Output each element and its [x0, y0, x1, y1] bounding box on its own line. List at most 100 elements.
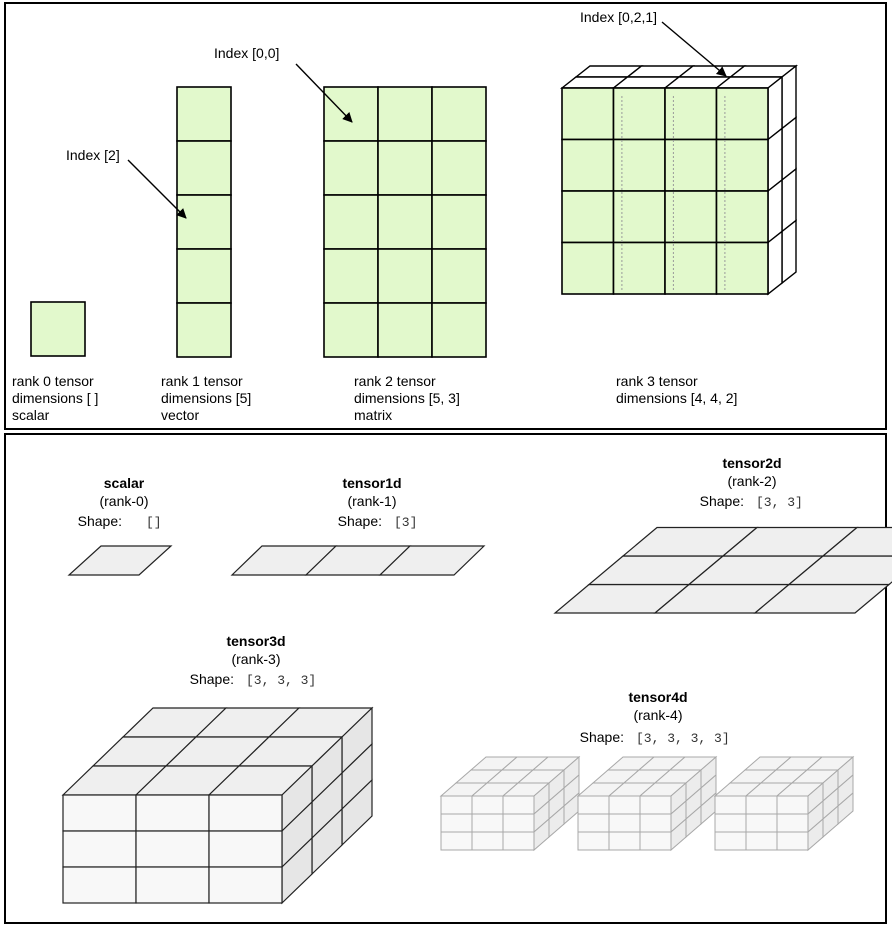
cube-front-cell	[612, 190, 666, 244]
block-front-cell	[714, 795, 747, 815]
tensor4d-label: tensor4d (rank-4) Shape: [3, 3, 3, 3]	[580, 689, 730, 746]
tensor1d-shape-label: Shape:	[338, 513, 382, 529]
block-front-cell	[208, 830, 283, 868]
tensor4d-rank: (rank-4)	[633, 707, 682, 723]
tensor2d-plane	[553, 526, 892, 614]
caption-rank3: rank 3 tensor dimensions [4, 4, 2]	[616, 373, 737, 406]
caption-rank0-line3: scalar	[12, 407, 50, 423]
matrix-cell	[323, 302, 379, 358]
cube-front-cell	[715, 87, 769, 141]
block-front-cell	[608, 795, 641, 815]
block-front-cell	[639, 813, 672, 833]
scalar-rank: (rank-0)	[99, 493, 148, 509]
tensor3d-shape-value: [3, 3, 3]	[246, 673, 316, 688]
matrix-cell	[431, 248, 487, 304]
tensor1d-label: tensor1d (rank-1) Shape: [3]	[338, 475, 418, 530]
caption-rank1-line1: rank 1 tensor	[161, 373, 243, 389]
block-front-cell	[440, 813, 473, 833]
scalar-name: scalar	[104, 475, 145, 491]
block-front-cell	[714, 813, 747, 833]
matrix-cell	[323, 86, 379, 142]
cube-front-cell	[715, 138, 769, 192]
matrix-cell	[431, 86, 487, 142]
scalar-shape-value: []	[146, 515, 162, 530]
block-front-cell	[502, 831, 535, 851]
tensor2d-cell	[787, 555, 892, 586]
tensor4d-blocks	[439, 755, 855, 852]
arrow-index-021	[661, 21, 727, 77]
block-front-cell	[745, 813, 778, 833]
cube-front-cell	[561, 87, 615, 141]
caption-rank3-line2: dimensions [4, 4, 2]	[616, 390, 737, 406]
block-front-cell	[577, 795, 610, 815]
tensor2d-shape-value: [3, 3]	[756, 495, 803, 510]
block-front-cell	[608, 813, 641, 833]
tensor3d-shape-label: Shape:	[190, 671, 234, 687]
caption-rank2: rank 2 tensor dimensions [5, 3] matrix	[354, 373, 460, 423]
matrix-cell	[323, 140, 379, 196]
caption-rank0: rank 0 tensor dimensions [ ] scalar	[12, 373, 98, 423]
tensor2d-shape-label: Shape:	[700, 493, 744, 509]
block-front-cell	[135, 794, 210, 832]
rank0-scalar-cell	[30, 301, 86, 357]
matrix-cell	[377, 248, 433, 304]
scalar-plane	[67, 545, 173, 576]
block-front-cell	[440, 831, 473, 851]
tensor1d-plane	[230, 545, 486, 576]
block-front-cell	[62, 794, 137, 832]
block-front-cell	[502, 795, 535, 815]
block-front-cell	[208, 866, 283, 904]
caption-rank1-line2: dimensions [5]	[161, 390, 251, 406]
tensor2d-cell	[821, 526, 892, 557]
block-front-cell	[440, 795, 473, 815]
matrix-cell	[377, 302, 433, 358]
scalar-shape-label: Shape:	[78, 513, 122, 529]
rank3-cube	[559, 64, 799, 296]
vector-cell	[176, 86, 232, 142]
tensor2d-rank: (rank-2)	[727, 473, 776, 489]
tensor1d-rank: (rank-1)	[347, 493, 396, 509]
caption-rank3-line1: rank 3 tensor	[616, 373, 698, 389]
cube-front-cell	[664, 87, 718, 141]
block-front-cell	[135, 866, 210, 904]
tensor1d-cell	[378, 545, 486, 576]
cube-side-cell	[781, 219, 797, 285]
cube-front-cell	[612, 87, 666, 141]
block-front-cell	[776, 795, 809, 815]
matrix-cell	[323, 194, 379, 250]
vector-cell	[176, 302, 232, 358]
block-front-cell	[639, 831, 672, 851]
tensor3d-rank: (rank-3)	[231, 651, 280, 667]
cube-front-cell	[664, 241, 718, 295]
matrix-cell	[431, 194, 487, 250]
block-front-cell	[745, 831, 778, 851]
block-front-cell	[471, 795, 504, 815]
tensor4d-name: tensor4d	[628, 689, 687, 705]
tensor2d-name: tensor2d	[722, 455, 781, 471]
cube-front-cell	[612, 241, 666, 295]
caption-rank0-line2: dimensions [ ]	[12, 390, 98, 406]
block-front-cell	[135, 830, 210, 868]
caption-rank2-line1: rank 2 tensor	[354, 373, 436, 389]
tensor1d-name: tensor1d	[342, 475, 401, 491]
caption-rank1: rank 1 tensor dimensions [5] vector	[161, 373, 251, 423]
tensor2d-label: tensor2d (rank-2) Shape: [3, 3]	[700, 455, 803, 510]
matrix-cell	[431, 302, 487, 358]
tensor3d-label: tensor3d (rank-3) Shape: [3, 3, 3]	[190, 633, 317, 688]
tensor3d-block	[61, 706, 374, 905]
rank2-matrix-cells	[323, 86, 487, 358]
tensor4d-shape-label: Shape:	[580, 729, 624, 745]
matrix-cell	[377, 194, 433, 250]
caption-rank1-line3: vector	[161, 407, 199, 423]
tensor4d-shape-value: [3, 3, 3, 3]	[636, 731, 730, 746]
cube-front-cell	[664, 190, 718, 244]
cube-front-cell	[561, 241, 615, 295]
annotation-index-2: Index [2]	[66, 147, 120, 163]
cube-side-cell	[767, 230, 783, 296]
block-front-cell	[62, 866, 137, 904]
matrix-cell	[377, 86, 433, 142]
block-front-cell	[577, 831, 610, 851]
block-front-cell	[577, 813, 610, 833]
annotation-index-00: Index [0,0]	[214, 45, 279, 61]
matrix-cell	[323, 248, 379, 304]
